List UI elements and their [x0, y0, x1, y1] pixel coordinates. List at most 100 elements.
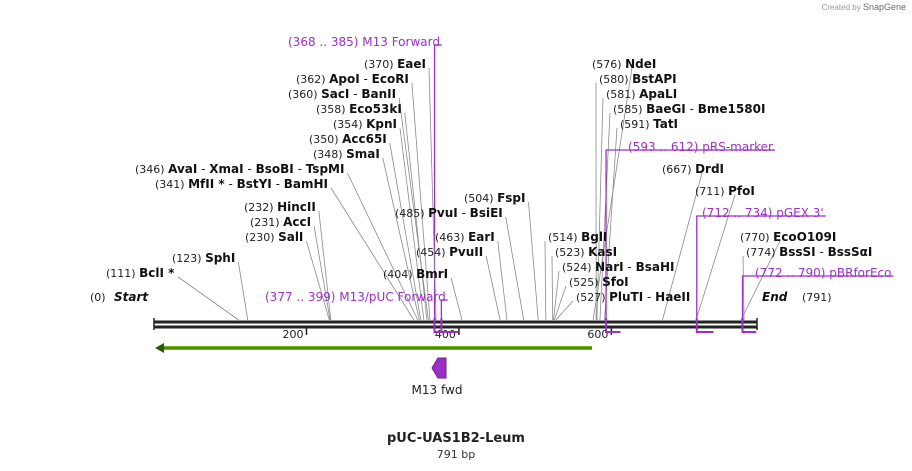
site-name: MfII *: [188, 177, 225, 191]
site-label: (504) FspI: [464, 191, 525, 205]
site-label: (485) PvuI - BsiEI: [395, 206, 503, 220]
credit-prefix: Created by: [821, 3, 861, 12]
site-name: FspI: [497, 191, 525, 205]
feature-range-marker: [695, 318, 714, 333]
site-name: PfoI: [728, 184, 755, 198]
site-name: BglI: [581, 230, 607, 244]
site-name: HincII: [277, 200, 316, 214]
site-name: pBRforEco: [829, 266, 891, 280]
site-label: (525) SfoI: [569, 275, 629, 289]
site-position: (231): [250, 216, 283, 229]
site-label: (354) KpnI: [333, 117, 397, 131]
site-leader-line: [382, 157, 420, 321]
feature-leader-line: [433, 44, 442, 322]
site-name: BanII: [361, 87, 396, 101]
site-name: SmaI: [346, 147, 380, 161]
start-position: (0): [90, 291, 106, 304]
site-position: (514): [548, 231, 581, 244]
site-name: BmrI: [416, 267, 448, 281]
site-separator: -: [624, 260, 636, 274]
site-label: (591) TatI: [620, 117, 678, 131]
site-name: BsoBI: [256, 162, 294, 176]
site-position: (525): [569, 276, 602, 289]
site-leader-line: [398, 97, 429, 321]
site-name: BclI *: [139, 266, 175, 280]
site-position: (111): [106, 267, 139, 280]
site-label: (370) EaeI: [364, 57, 426, 71]
site-label: (774) BssSI - BssSαI: [746, 245, 872, 259]
site-position: (354): [333, 118, 366, 131]
site-leader-line: [596, 97, 604, 321]
primer-label: M13 fwd: [412, 383, 463, 397]
site-leader-line: [450, 277, 463, 321]
site-label: (527) PluTI - HaeII: [576, 290, 690, 304]
site-label: (711) PfoI: [695, 184, 755, 198]
site-leader-line: [662, 172, 703, 321]
site-name: XmaI: [209, 162, 243, 176]
site-position: (232): [244, 201, 277, 214]
site-label: (368 .. 385) M13 Forward: [288, 35, 440, 49]
site-position: (377 .. 399): [265, 290, 339, 304]
site-name: KasI: [588, 245, 617, 259]
feature-leader-line: [696, 215, 826, 322]
end-position: (791): [802, 291, 832, 304]
site-position: (581): [606, 88, 639, 101]
site-name: PvuII: [449, 245, 483, 259]
site-label: (712 .. 734) pGEX 3': [702, 206, 824, 220]
scale-tick-label: 400: [435, 328, 456, 341]
site-leader-line: [306, 240, 330, 321]
site-label: (377 .. 399) M13/pUC Forward: [265, 290, 446, 304]
site-label: (770) EcoO109I: [740, 230, 836, 244]
credit-brand: SnapGene: [862, 2, 906, 12]
site-leader-line: [177, 276, 239, 321]
site-leader-line: [544, 240, 547, 321]
site-leader-line: [740, 240, 781, 321]
site-position: (485): [395, 207, 428, 220]
site-leader-line: [497, 240, 508, 321]
site-position: (524): [562, 261, 595, 274]
site-label: (463) EarI: [435, 230, 495, 244]
site-position: (504): [464, 192, 497, 205]
site-name: ApaLI: [639, 87, 677, 101]
site-separator: -: [686, 102, 698, 116]
feature-range-marker: [741, 318, 757, 333]
site-leader-line: [404, 112, 428, 321]
site-separator: -: [197, 162, 209, 176]
site-position: (123): [172, 252, 205, 265]
site-leader-line: [551, 255, 554, 321]
site-leader-line: [555, 300, 574, 321]
site-name: EaeI: [397, 57, 426, 71]
site-leader-line: [411, 82, 431, 321]
site-label: (360) SacI - BanII: [288, 87, 396, 101]
site-position: (463): [435, 231, 468, 244]
site-name: M13 Forward: [362, 35, 440, 49]
site-leader-lines: [177, 44, 894, 322]
site-label: (348) SmaI: [313, 147, 380, 161]
site-position: (580): [599, 73, 632, 86]
site-name: EcoO109I: [773, 230, 836, 244]
site-label: (232) HincII: [244, 200, 316, 214]
site-name: EcoRI: [372, 72, 409, 86]
site-leader-line: [428, 67, 437, 321]
site-label: (581) ApaLI: [606, 87, 677, 101]
site-separator: -: [225, 177, 237, 191]
site-position: (523): [555, 246, 588, 259]
site-leader-line: [505, 216, 525, 321]
site-label: (524) NarI - BsaHI: [562, 260, 674, 274]
site-position: (346): [135, 163, 168, 176]
site-position: (230): [245, 231, 278, 244]
snapgene-credit: Created by SnapGene: [822, 2, 906, 12]
primer-arrow-icon: [431, 357, 447, 379]
site-position: (585): [613, 103, 646, 116]
site-position: (350): [309, 133, 342, 146]
site-leader-line: [313, 225, 331, 321]
scale-tick-label: 200: [282, 328, 303, 341]
feature-range-marker: [605, 318, 621, 333]
site-label: (593 .. 612) pRS-marker: [628, 140, 773, 154]
site-label: (580) BstAPI: [599, 72, 677, 86]
site-name: BstYI: [237, 177, 272, 191]
site-separator: -: [272, 177, 284, 191]
site-name: PluTI: [609, 290, 643, 304]
feature-leader-line: [605, 149, 776, 322]
